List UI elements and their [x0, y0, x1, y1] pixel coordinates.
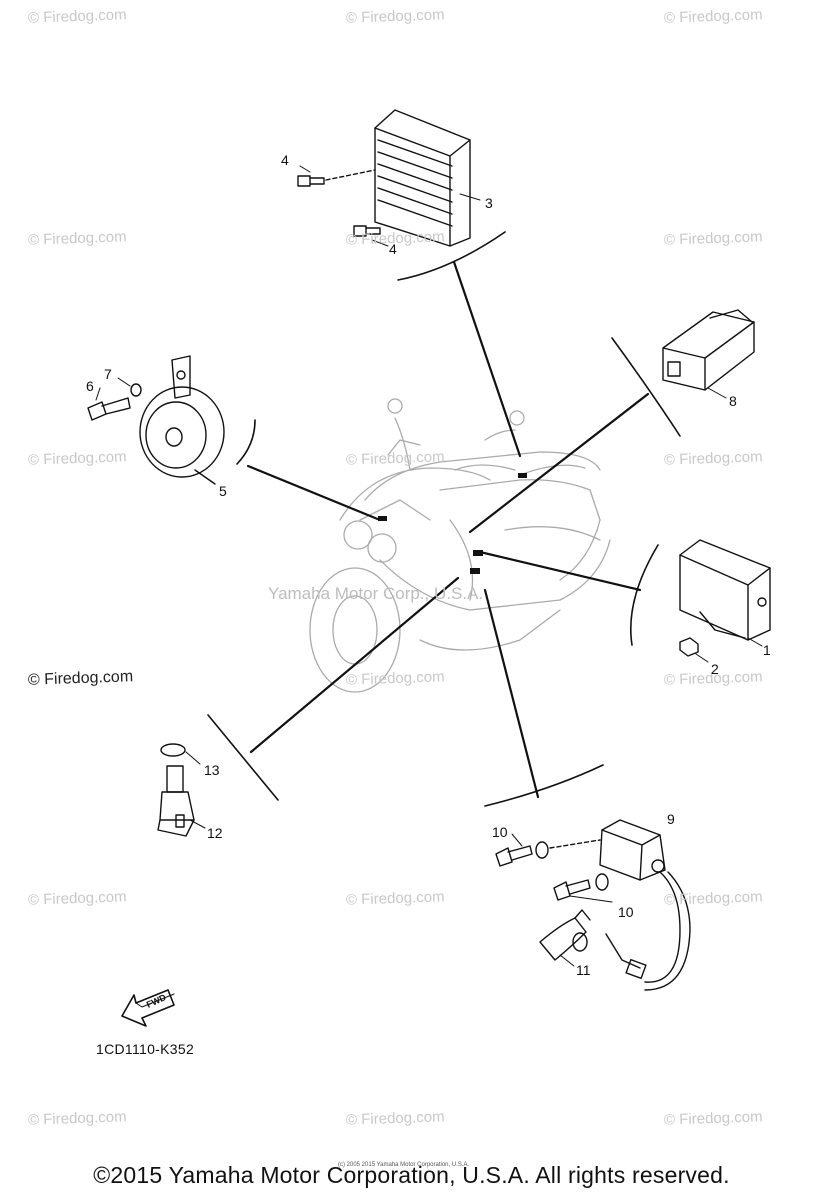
watermark: © Firedog.com — [663, 888, 763, 909]
callout-5: 5 — [219, 483, 227, 499]
horn-part — [139, 355, 225, 485]
center-watermark: Yamaha Motor Corp., U.S.A. — [268, 584, 484, 603]
diagram-part-code: 1CD1110-K352 — [96, 1041, 195, 1057]
callout-2: 2 — [711, 661, 719, 677]
callout-6: 6 — [86, 378, 94, 394]
watermark: © Firedog.com — [663, 6, 763, 27]
ignition-coil-part — [599, 819, 691, 991]
bolt-part-4b — [353, 225, 381, 237]
copyright-notice: ©2015 Yamaha Motor Corporation, U.S.A. A… — [93, 1162, 730, 1188]
regulator-rectifier-part — [374, 109, 471, 247]
spark-plug-cap-part — [539, 909, 647, 980]
watermark: © Firedog.com — [663, 228, 763, 249]
motorcycle-outline — [309, 398, 611, 693]
callout-11: 11 — [576, 962, 591, 978]
coil-bolt-part-b — [553, 873, 609, 901]
horn-bolt-part — [87, 397, 131, 421]
fwd-arrow-icon — [121, 989, 175, 1027]
coil-bolt-part-a — [495, 839, 601, 867]
connector-marks — [378, 473, 527, 574]
callout-13: 13 — [204, 762, 220, 778]
watermark: © Firedog.com — [345, 448, 445, 469]
callout-10a: 10 — [492, 824, 508, 840]
callout-12: 12 — [207, 825, 223, 841]
watermark: © Firedog.com — [345, 1108, 445, 1129]
watermark: © Firedog.com — [27, 1108, 127, 1129]
bolt-part-4a — [297, 169, 376, 187]
watermark: © Firedog.com — [345, 888, 445, 909]
nut-part — [679, 637, 699, 657]
callout-1: 1 — [763, 642, 771, 658]
callout-8: 8 — [729, 393, 737, 409]
watermark: © Firedog.com — [27, 6, 127, 27]
callout-3: 3 — [485, 195, 493, 211]
relay-part — [662, 309, 755, 391]
watermark: © Firedog.com — [345, 6, 445, 27]
cdi-unit-part — [679, 539, 771, 641]
callout-10b: 10 — [618, 904, 634, 920]
callout-4b: 4 — [389, 241, 397, 257]
watermark: © Firedog.com — [27, 888, 127, 909]
watermark: © Firedog.com — [27, 668, 134, 689]
callout-9: 9 — [667, 811, 675, 827]
watermark: © Firedog.com — [27, 448, 127, 469]
fine-print: (c) 2005 2015 Yamaha Motor Corporation, … — [338, 1162, 470, 1168]
gasket-part — [160, 743, 186, 757]
callout-7: 7 — [104, 366, 112, 382]
leader-lines — [246, 260, 650, 799]
neutral-switch-part — [157, 765, 195, 837]
watermark: © Firedog.com — [663, 1108, 763, 1129]
watermark: © Firedog.com — [27, 228, 127, 249]
watermark: © Firedog.com — [345, 668, 445, 689]
callout-4a: 4 — [281, 152, 289, 168]
watermark: © Firedog.com — [663, 448, 763, 469]
group-boundary-lines — [207, 231, 681, 807]
horn-washer-part — [130, 383, 142, 397]
